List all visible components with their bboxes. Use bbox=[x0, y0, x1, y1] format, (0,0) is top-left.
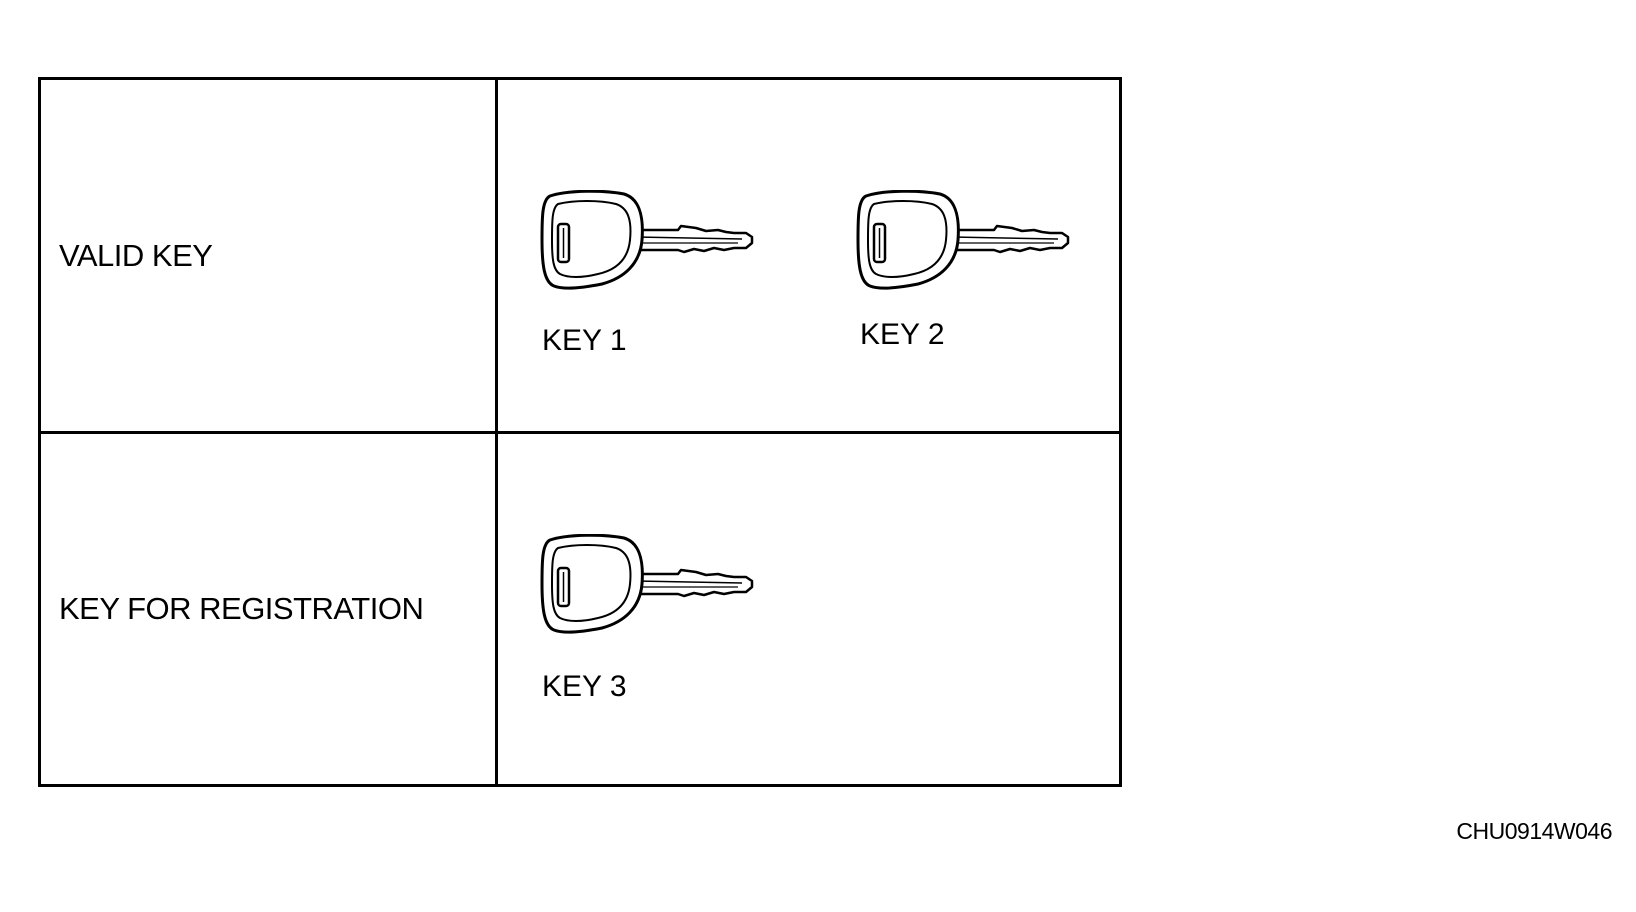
row-label-valid-key: VALID KEY bbox=[41, 80, 498, 434]
key-3-icon bbox=[538, 534, 760, 638]
key-2-label: KEY 2 bbox=[860, 318, 945, 351]
key-1-icon bbox=[538, 190, 760, 294]
valid-key-label: VALID KEY bbox=[59, 237, 213, 273]
key-3-label: KEY 3 bbox=[542, 670, 627, 703]
row-label-key-for-registration: KEY FOR REGISTRATION bbox=[41, 434, 498, 784]
figure-code: CHU0914W046 bbox=[1456, 818, 1612, 844]
valid-key-cell: KEY 1 KEY 2 bbox=[498, 80, 1119, 434]
registration-key-cell: KEY 3 bbox=[498, 434, 1119, 784]
key-1-label: KEY 1 bbox=[542, 324, 627, 357]
key-for-registration-label: KEY FOR REGISTRATION bbox=[59, 591, 424, 626]
key-2-icon bbox=[854, 190, 1076, 294]
key-table: VALID KEY KEY 1 KEY 2 KEY FOR REGISTRATI… bbox=[38, 77, 1122, 787]
